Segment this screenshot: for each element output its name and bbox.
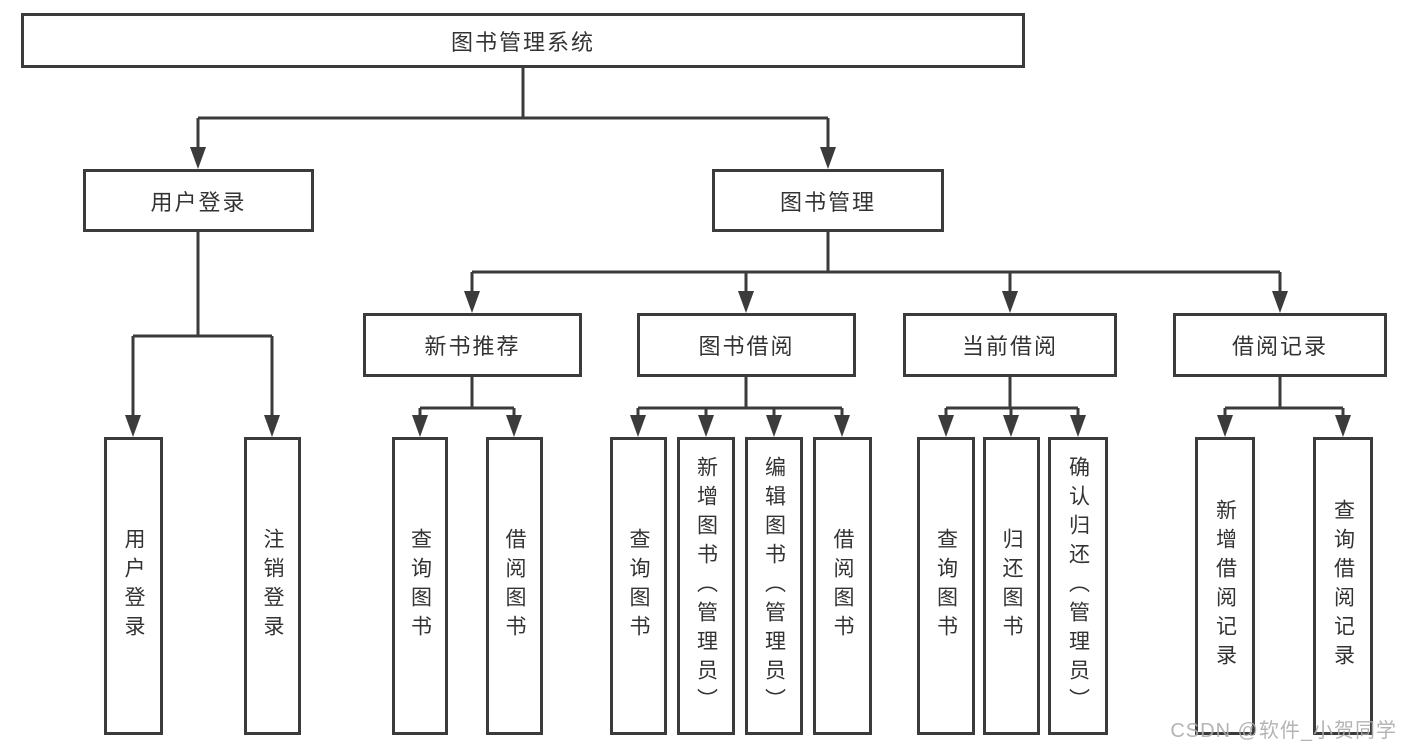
node-book-management: 图书管理 xyxy=(712,169,944,232)
connector-root xyxy=(196,68,830,152)
node-label: 归还图书 xyxy=(1000,528,1023,644)
node-user-login: 用户登录 xyxy=(83,169,314,232)
node-label: 当前借阅 xyxy=(961,334,1058,359)
node-label: 查询图书 xyxy=(934,528,958,644)
node-system-root: 图书管理系统 xyxy=(21,13,1025,68)
leaf-borrow-books: 借阅图书 xyxy=(813,437,872,735)
node-label: 新书推荐 xyxy=(424,334,521,359)
node-label: 确认归还（管理员） xyxy=(1066,455,1090,717)
leaf-recommend-query-books: 查询图书 xyxy=(392,437,448,735)
connector-borrow-rec xyxy=(1223,377,1345,422)
node-label: 图书管理系统 xyxy=(450,29,595,55)
node-new-book-recommend: 新书推荐 xyxy=(363,313,582,377)
leaf-confirm-return-admin: 确认归还（管理员） xyxy=(1048,437,1108,735)
csdn-watermark: CSDN @软件_小贺同学 xyxy=(1170,720,1397,742)
connector-user-login xyxy=(131,232,274,420)
leaf-current-query-books: 查询图书 xyxy=(917,437,975,735)
node-label: 图书管理 xyxy=(779,189,876,215)
node-label: 查询借阅记录 xyxy=(1331,499,1355,673)
node-label: 新增图书（管理员） xyxy=(694,455,718,717)
node-label: 借阅图书 xyxy=(831,528,854,644)
node-label: 图书借阅 xyxy=(698,334,795,359)
leaf-add-borrow-record: 新增借阅记录 xyxy=(1195,437,1255,735)
connector-book-mgmt xyxy=(470,232,1282,298)
connector-book-borrow xyxy=(636,377,844,422)
node-label: 用户登录 xyxy=(122,528,145,644)
node-book-borrowing: 图书借阅 xyxy=(637,313,856,377)
node-label: 借阅记录 xyxy=(1231,334,1328,359)
leaf-logout: 注销登录 xyxy=(244,437,301,735)
node-label: 查询图书 xyxy=(627,528,650,644)
node-label: 查询图书 xyxy=(408,528,432,644)
leaf-query-borrow-record: 查询借阅记录 xyxy=(1313,437,1373,735)
node-label: 用户登录 xyxy=(150,189,247,215)
leaf-user-login: 用户登录 xyxy=(104,437,163,735)
leaf-borrowing-query-books: 查询图书 xyxy=(610,437,667,735)
node-label: 借阅图书 xyxy=(503,528,526,644)
connector-cur-borrow xyxy=(944,377,1080,422)
connector-new-rec xyxy=(418,377,516,422)
node-label: 编辑图书（管理员） xyxy=(762,455,786,717)
leaf-edit-books-admin: 编辑图书（管理员） xyxy=(745,437,803,735)
node-borrowing-records: 借阅记录 xyxy=(1173,313,1387,377)
leaf-add-books-admin: 新增图书（管理员） xyxy=(677,437,735,735)
leaf-recommend-borrow-books: 借阅图书 xyxy=(486,437,543,735)
node-label: 新增借阅记录 xyxy=(1213,499,1237,673)
node-current-borrowing: 当前借阅 xyxy=(903,313,1117,377)
leaf-return-books: 归还图书 xyxy=(983,437,1040,735)
node-label: 注销登录 xyxy=(261,528,284,644)
